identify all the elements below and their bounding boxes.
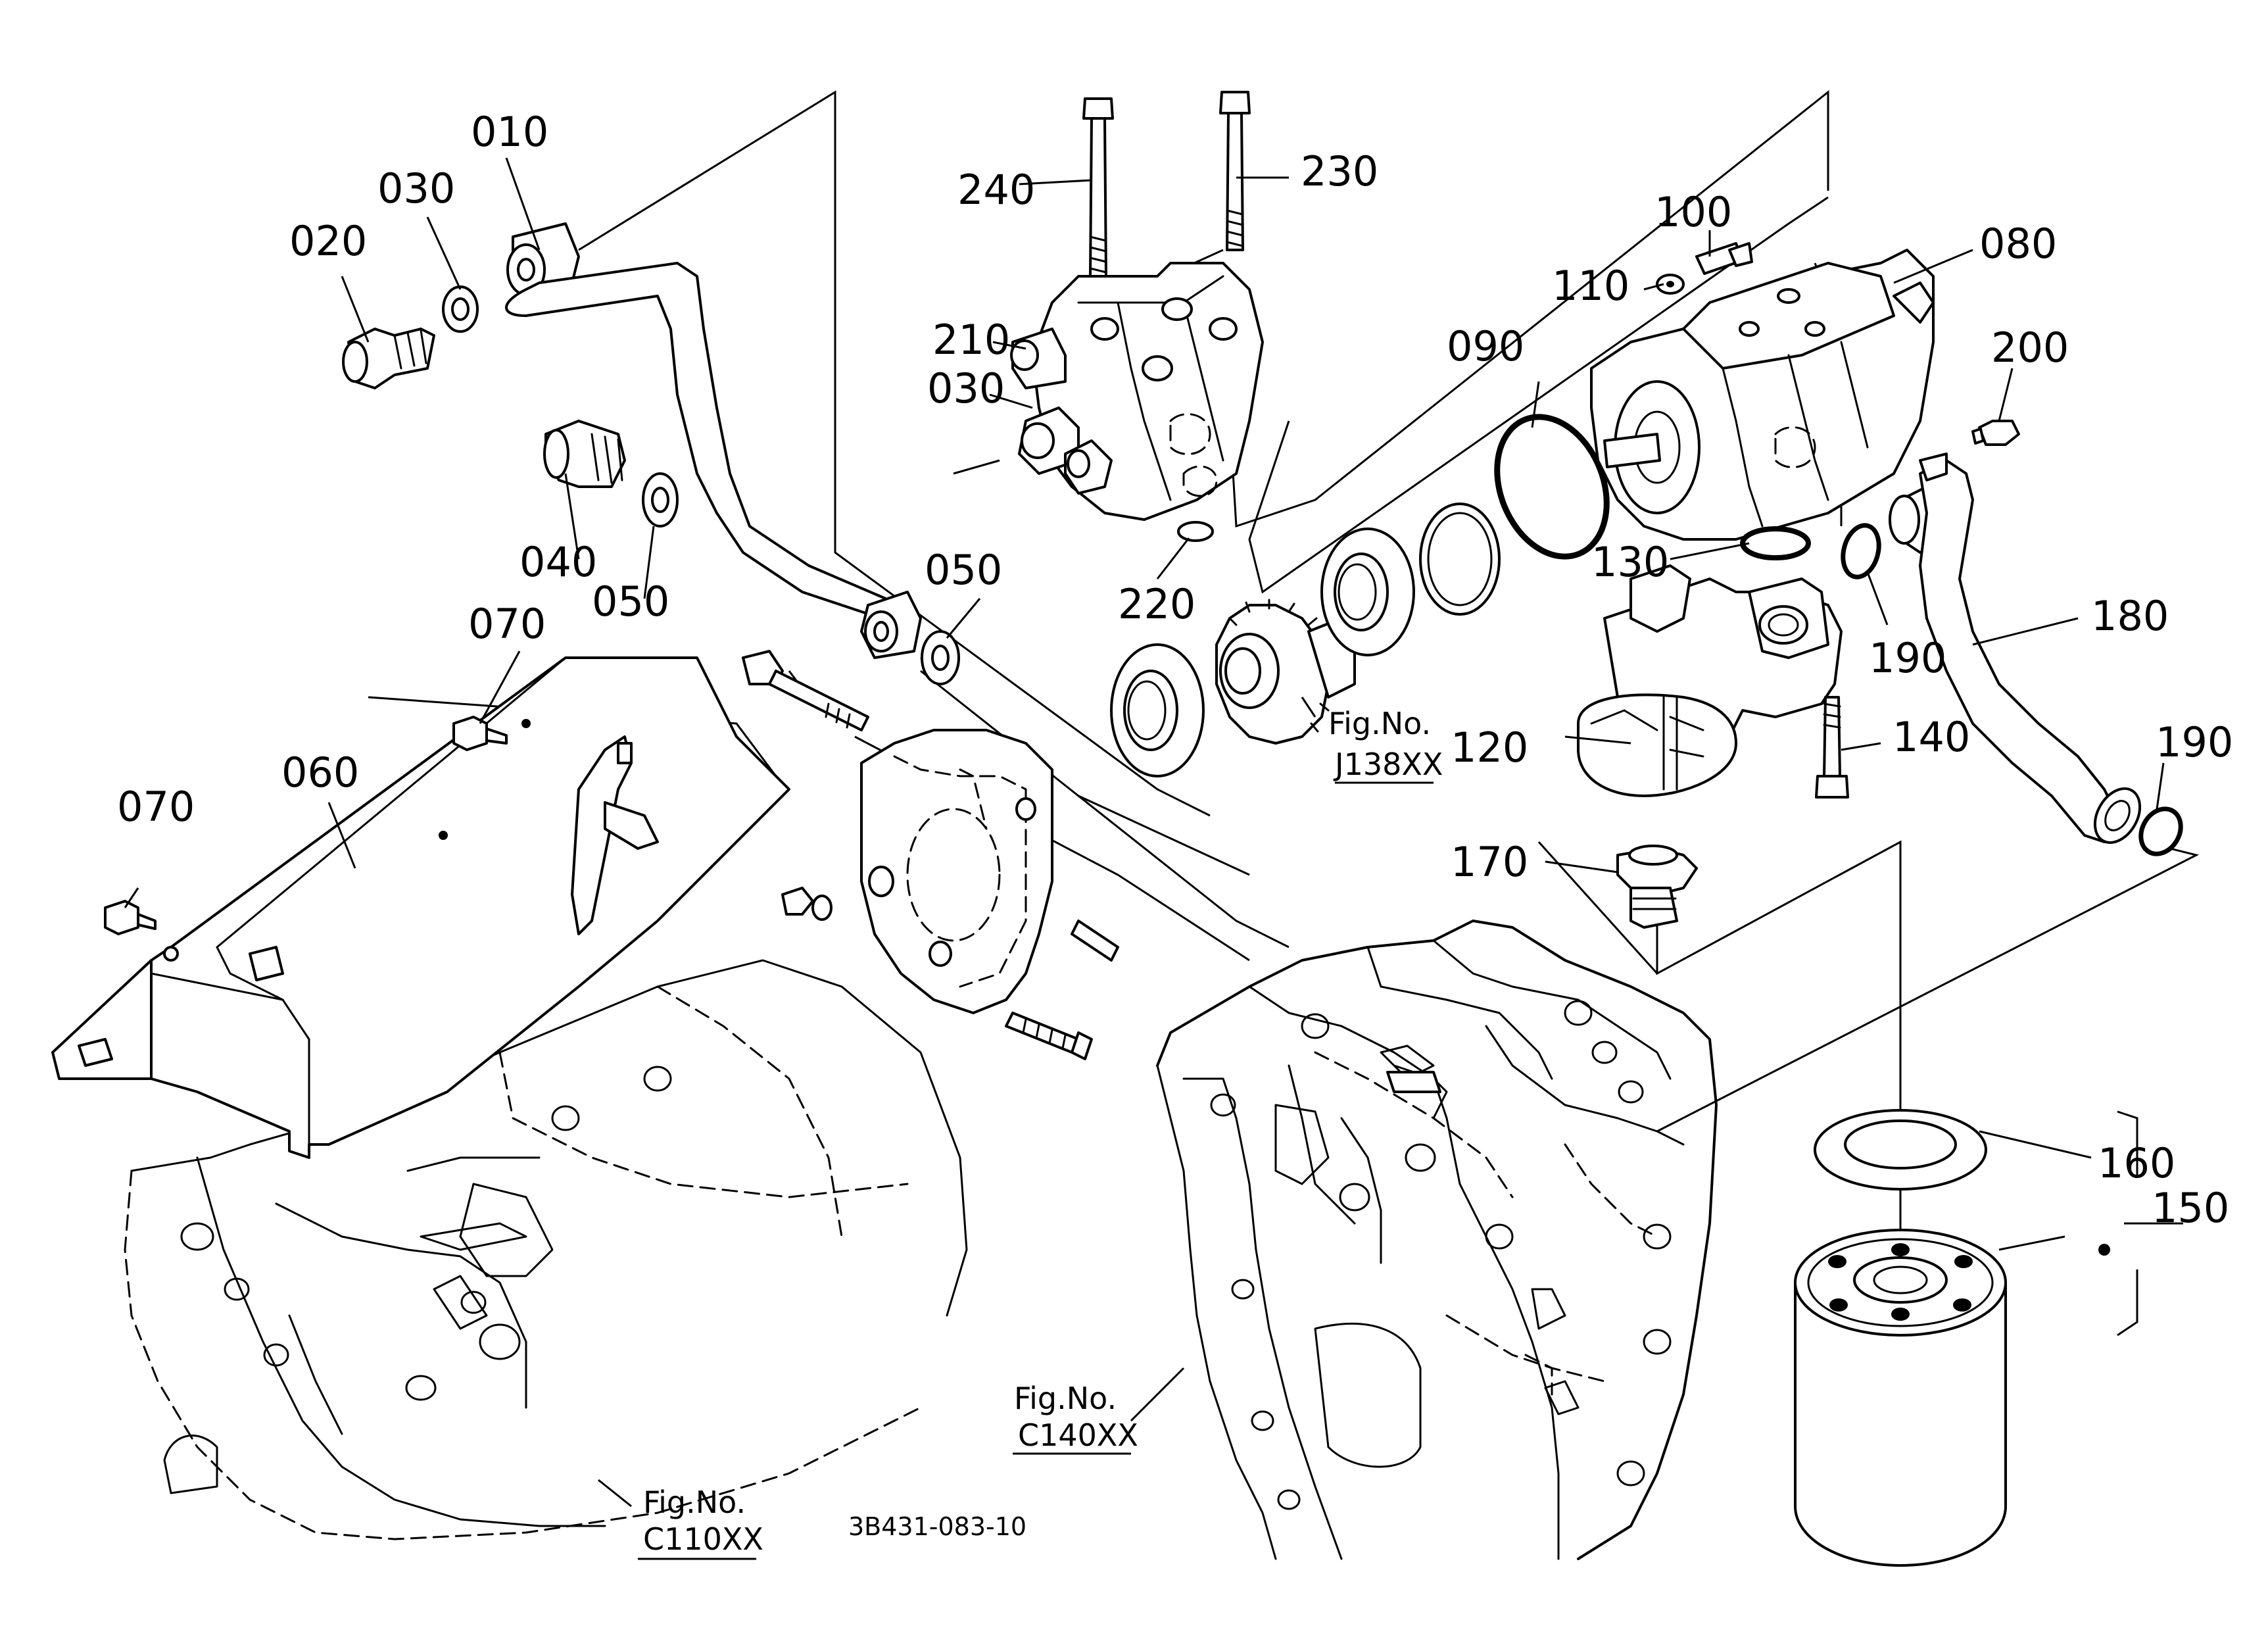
callout-190-top: 190 [1869,634,1946,682]
callout-050-right: 050 [925,546,1002,594]
callout-200: 200 [1991,324,2069,372]
callout-080: 080 [1979,220,2057,268]
fitting-200 [1971,420,2020,446]
callout-030-top: 030 [377,164,455,212]
o-ring-090 [1494,414,1610,560]
o-ring-190-bottom [2138,806,2183,856]
callout-060: 060 [281,749,359,797]
bolt-230 [1219,91,1251,251]
callout-170: 170 [1451,838,1528,886]
figure-reference-j138-number: J138XX [1333,747,1443,782]
cover-060 [51,656,790,1159]
callout-040: 040 [519,538,597,586]
callout-150: 150 [2152,1184,2229,1232]
callout-050-left: 050 [592,578,669,626]
callout-230: 230 [1301,147,1378,195]
figure-reference-c110: Fig.No. C110XX [643,1485,763,1557]
callout-030-mid: 030 [927,364,1005,412]
drawing-code: 3B431-083-10 [848,1512,1026,1541]
callout-220: 220 [1118,580,1195,628]
washer-030-top [442,285,479,333]
callout-110: 110 [1552,262,1629,310]
figure-reference-c140-prefix: Fig.No. [1014,1381,1117,1416]
o-ring-190-top [1841,523,1881,579]
o-ring-220 [1177,521,1214,542]
figure-reference-c140-number: C140XX [1018,1417,1138,1453]
callout-100: 100 [1654,188,1732,236]
transmission-case-center [1156,920,1718,1560]
bearing-left [1110,643,1205,777]
bolt-140 [1815,696,1849,799]
bolt-070-top [452,716,508,751]
oil-filter-150 [1794,1229,2007,1567]
callout-120: 120 [1451,724,1528,772]
callout-leaders [124,157,2183,1560]
figure-reference-c110-number: C110XX [643,1521,763,1557]
bolt-100 [1695,242,1753,275]
filter-head-120 [1577,564,1843,797]
gasket-160 [1814,1109,1987,1191]
callout-210: 210 [932,316,1010,364]
hose-180 [1889,453,2142,844]
callout-180: 180 [2091,592,2169,640]
callout-240: 240 [957,166,1035,214]
bearing-right [1320,528,1415,656]
figure-reference-c140: Fig.No. C140XX [1014,1381,1138,1453]
stud-bolts [742,650,1119,1060]
figure-reference-c110-prefix: Fig.No. [643,1485,746,1520]
o-ring-130 [1740,526,1811,560]
banjo-bolt-020 [342,328,435,389]
callout-020: 020 [289,217,367,265]
figure-reference-j138-prefix: Fig.No. [1328,706,1431,741]
callout-labels: 010 030 020 240 230 210 030 220 040 050 … [117,108,2233,1232]
washer-050-right [921,630,960,685]
bolt-070-left [104,900,157,935]
callout-090: 090 [1447,322,1524,370]
mounting-plate [860,729,1053,1014]
valve-block-210 [1010,262,1264,521]
washer-110 [1656,274,1685,295]
callout-070-left: 070 [117,783,195,831]
figure-reference-j138: Fig.No. J138XX [1328,706,1443,782]
callout-010: 010 [471,108,548,156]
callout-160: 160 [2098,1139,2175,1187]
nipple-170 [1616,845,1698,929]
washer-050-left [642,472,679,528]
transmission-case-left [124,959,968,1540]
banjo-bolt-040 [543,420,626,488]
callout-070-top: 070 [468,600,546,648]
pipe-010 [505,222,922,659]
callout-140: 140 [1893,713,1970,761]
callout-130: 130 [1591,538,1669,586]
snap-ring [1419,503,1501,616]
hydraulic-pump-080 [1590,249,1935,541]
bolt-240 [1082,97,1114,278]
callout-190-right: 190 [2156,718,2233,766]
